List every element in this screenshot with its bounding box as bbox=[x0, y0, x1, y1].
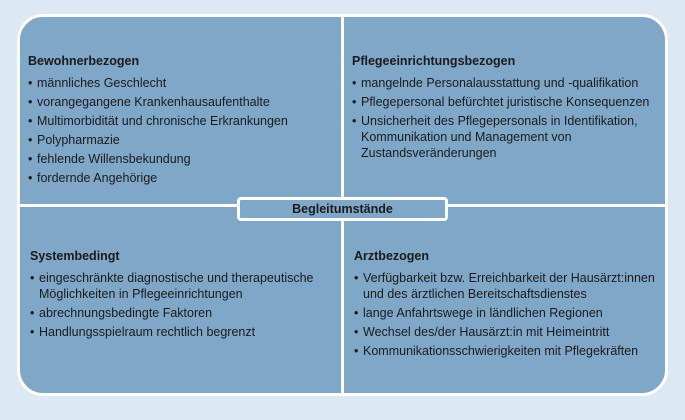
list-item: männliches Geschlecht bbox=[28, 75, 338, 91]
center-label-begleitumstaende: Begleitumstände bbox=[237, 197, 448, 221]
bullet-list: männliches Geschlecht vorangegangene Kra… bbox=[28, 75, 338, 186]
list-item: fehlende Willensbekundung bbox=[28, 151, 338, 167]
quadrant-content: Arztbezogen Verfügbarkeit bzw. Erreichba… bbox=[354, 248, 664, 362]
list-item: fordernde Angehörige bbox=[28, 170, 338, 186]
list-item: Verfügbarkeit bzw. Erreichbarkeit der Ha… bbox=[354, 270, 664, 302]
list-item: Pflegepersonal befürchtet juristische Ko… bbox=[352, 94, 662, 110]
list-item: Handlungsspielraum rechtlich begrenzt bbox=[30, 324, 340, 340]
list-item: vorangegangene Krankenhausaufenthalte bbox=[28, 94, 338, 110]
quadrant-content: Bewohnerbezogen männliches Geschlecht vo… bbox=[28, 53, 338, 189]
list-item: Unsicherheit des Pflegepersonals in Iden… bbox=[352, 113, 662, 161]
list-item: abrechnungsbedingte Faktoren bbox=[30, 305, 340, 321]
quadrant-pflegeeinrichtungsbezogen: Pflegeeinrichtungsbezogen mangelnde Pers… bbox=[341, 14, 668, 207]
bullet-list: eingeschränkte diagnostische und therape… bbox=[30, 270, 340, 340]
list-item: mangelnde Personalausstattung und -quali… bbox=[352, 75, 662, 91]
quadrant-title: Arztbezogen bbox=[354, 249, 429, 263]
bullet-list: Verfügbarkeit bzw. Erreichbarkeit der Ha… bbox=[354, 270, 664, 359]
quadrant-content: Pflegeeinrichtungsbezogen mangelnde Pers… bbox=[352, 53, 662, 164]
list-item: eingeschränkte diagnostische und therape… bbox=[30, 270, 340, 302]
quadrant-arztbezogen: Arztbezogen Verfügbarkeit bzw. Erreichba… bbox=[341, 204, 668, 396]
quadrant-content: Systembedingt eingeschränkte diagnostisc… bbox=[30, 248, 340, 343]
quadrant-title: Pflegeeinrichtungsbezogen bbox=[352, 54, 516, 68]
quadrant-title: Systembedingt bbox=[30, 249, 120, 263]
list-item: Wechsel des/der Hausärzt:in mit Heimeint… bbox=[354, 324, 664, 340]
quadrant-bewohnerbezogen: Bewohnerbezogen männliches Geschlecht vo… bbox=[17, 14, 344, 207]
list-item: Multimorbidität und chronische Erkrankun… bbox=[28, 113, 338, 129]
bullet-list: mangelnde Personalausstattung und -quali… bbox=[352, 75, 662, 161]
list-item: Polypharmazie bbox=[28, 132, 338, 148]
quadrant-title: Bewohnerbezogen bbox=[28, 54, 140, 68]
list-item: Kommunikationsschwierigkeiten mit Pflege… bbox=[354, 343, 664, 359]
list-item: lange Anfahrtswege in ländlichen Regione… bbox=[354, 305, 664, 321]
quadrant-systembedingt: Systembedingt eingeschränkte diagnostisc… bbox=[17, 204, 344, 396]
